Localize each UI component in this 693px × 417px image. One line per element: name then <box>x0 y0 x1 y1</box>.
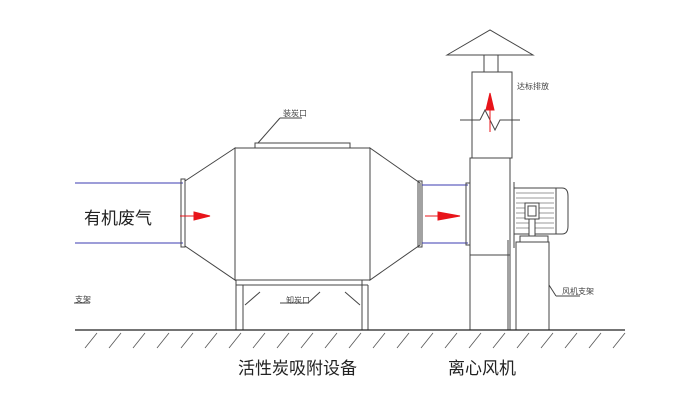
centrifugal-fan <box>445 29 535 331</box>
inlet-label: 有机废气 <box>84 209 152 229</box>
outlet-arrow-icon <box>425 211 461 221</box>
carbon-adsorber <box>184 117 421 330</box>
ground-hatch <box>372 332 386 349</box>
ground-hatch <box>180 332 194 349</box>
ground-hatch <box>612 332 626 349</box>
ground-hatch <box>132 332 146 349</box>
ground-hatch <box>228 332 242 349</box>
ground-hatch <box>348 332 362 349</box>
ground-hatch <box>420 332 434 349</box>
ground-hatch <box>252 332 266 349</box>
ground-hatch <box>516 332 530 349</box>
ground-hatch <box>300 332 314 349</box>
support-label: 支架 <box>75 295 91 304</box>
ground-hatch <box>444 332 458 349</box>
ground-hatch <box>204 332 218 349</box>
ground-hatch <box>492 332 506 349</box>
ground-hatch <box>324 332 338 349</box>
ground-hatch <box>396 332 410 349</box>
carbon-unload-port-label: 卸炭口 <box>286 296 310 305</box>
motor <box>513 187 580 331</box>
inlet-arrow-icon <box>180 211 211 221</box>
ground-hatch <box>84 332 98 349</box>
ground-hatch <box>156 332 170 349</box>
exhaust-arrow-icon <box>485 92 495 132</box>
ground-hatch <box>564 332 578 349</box>
ground-hatch <box>588 332 602 349</box>
ground-hatch <box>468 332 482 349</box>
ground-hatch <box>108 332 122 349</box>
ground <box>75 329 626 349</box>
fan-title: 离心风机 <box>448 359 516 379</box>
ground-hatch <box>276 332 290 349</box>
fan-support-label: 风机支架 <box>562 287 594 296</box>
carbon-fill-port-label: 装炭口 <box>283 109 307 118</box>
ground-hatch <box>540 332 554 349</box>
adsorber-title: 活性炭吸附设备 <box>238 359 357 379</box>
discharge-label: 达标排放 <box>517 82 549 91</box>
